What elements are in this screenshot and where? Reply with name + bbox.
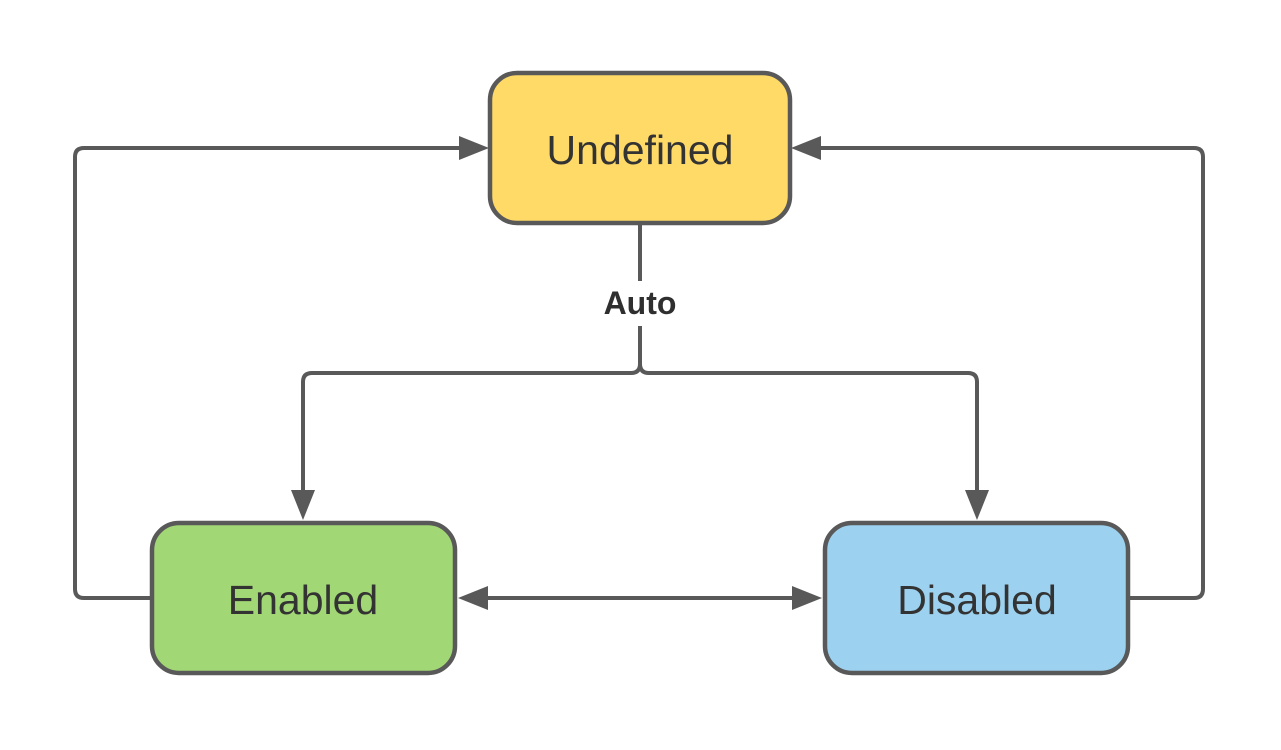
arrowhead-into-disabled-top	[965, 490, 989, 520]
edge-enabled-to-undefined	[73, 146, 461, 600]
edge-label-auto: Auto	[604, 285, 677, 321]
state-node-label-enabled: Enabled	[228, 577, 378, 623]
edge-label-backing	[594, 281, 686, 326]
arrowhead-into-undefined-right	[791, 136, 821, 160]
edge-undefined-to-disabled	[638, 363, 979, 492]
arrowhead-into-disabled-left	[792, 586, 822, 610]
edge-disabled-to-undefined	[819, 146, 1205, 600]
state-node-label-disabled: Disabled	[897, 577, 1057, 623]
arrowhead-into-undefined-left	[459, 136, 489, 160]
arrowhead-into-enabled-top	[291, 490, 315, 520]
state-node-disabled[interactable]	[822, 520, 1131, 676]
edge-undefined-to-enabled	[301, 223, 642, 492]
state-node-undefined[interactable]	[487, 70, 793, 226]
state-node-enabled[interactable]	[149, 520, 458, 676]
arrowhead-into-enabled-right	[458, 586, 488, 610]
state-node-label-undefined: Undefined	[547, 127, 734, 173]
